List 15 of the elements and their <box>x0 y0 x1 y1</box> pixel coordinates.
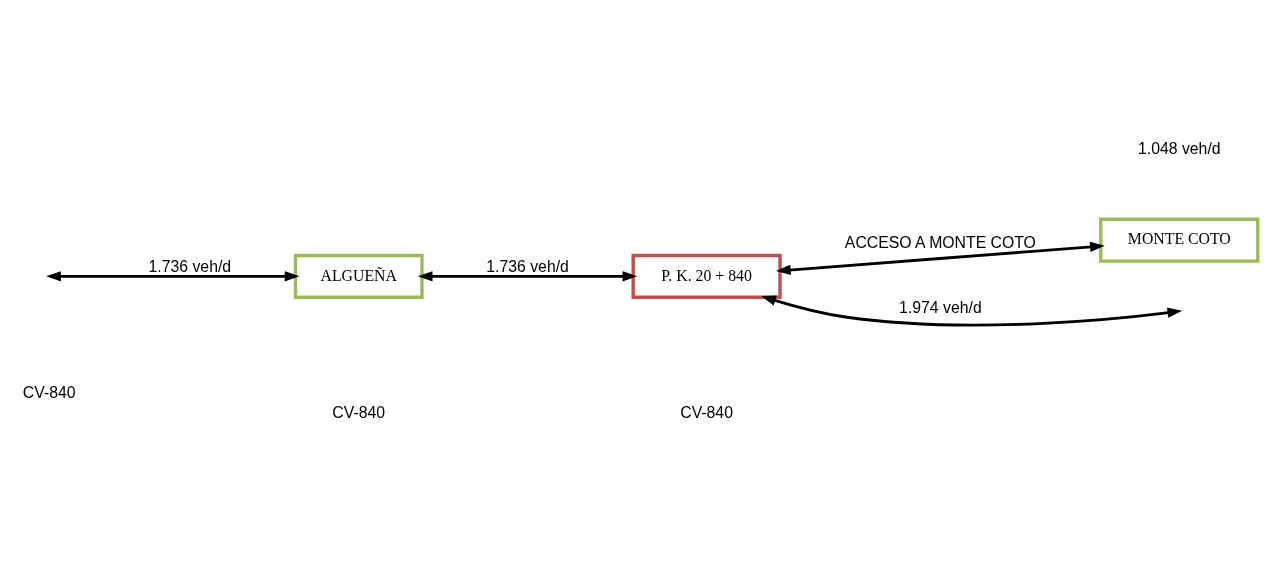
label: 1.048 veh/d <box>1138 140 1221 158</box>
edge-label: 1.974 veh/d <box>899 298 982 316</box>
arrow <box>761 295 1183 327</box>
edge-label: ACCESO A MONTE COTO <box>844 234 1036 252</box>
label: CV-840 <box>22 384 76 401</box>
arrow <box>775 241 1105 276</box>
node-box: MONTE COTO <box>1099 217 1260 263</box>
arrow <box>417 271 638 282</box>
edge-label: 1.736 veh/d <box>148 258 232 276</box>
label: CV-840 <box>680 404 733 422</box>
arrow <box>46 271 300 282</box>
node-box: P. K. 20 + 840 <box>631 253 782 299</box>
edge-label: 1.736 veh/d <box>486 258 569 276</box>
label: CV-840 <box>332 404 386 422</box>
node-box: ALGUEÑA <box>293 253 424 299</box>
